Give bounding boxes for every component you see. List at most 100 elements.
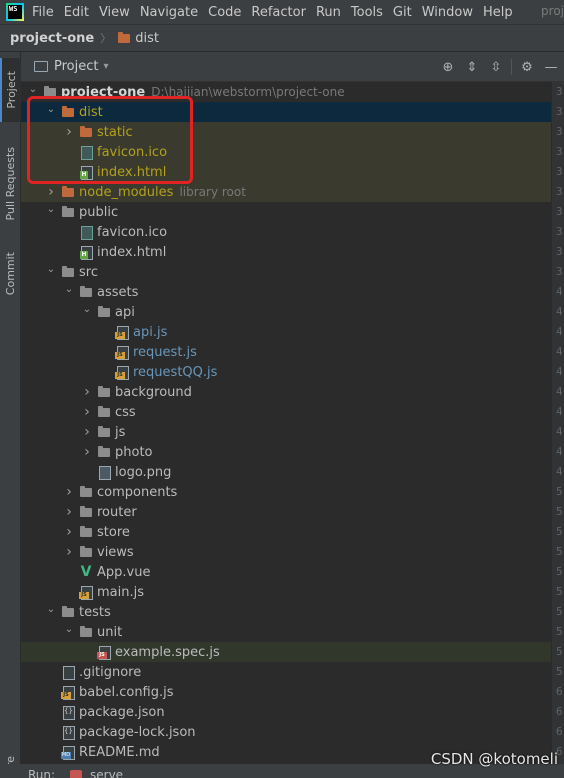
- settings-icon[interactable]: ⚙: [521, 59, 533, 75]
- chevron-right-icon[interactable]: ›: [84, 444, 90, 460]
- javascript-file-icon: [115, 365, 129, 380]
- folder-icon: [79, 285, 93, 299]
- menu-window[interactable]: Window: [421, 4, 473, 20]
- tree-folder-row[interactable]: ›components: [21, 482, 551, 502]
- tree-file-row[interactable]: example.spec.js: [21, 642, 551, 662]
- tree-folder-row[interactable]: ⌄public: [21, 202, 551, 222]
- menu-help[interactable]: Help: [482, 4, 513, 20]
- panel-title[interactable]: Project: [54, 59, 99, 74]
- locate-icon[interactable]: ⊕: [442, 59, 454, 75]
- tree-arrow-spacer: [63, 166, 75, 178]
- test-file-icon: [97, 645, 111, 660]
- chevron-down-icon[interactable]: ⌄: [46, 604, 56, 615]
- chevron-right-icon[interactable]: ›: [48, 184, 54, 200]
- chevron-right-icon[interactable]: ›: [66, 484, 72, 500]
- image-file-icon: [79, 145, 93, 160]
- tree-folder-row[interactable]: ⌄tests: [21, 602, 551, 622]
- menu-git[interactable]: Git: [392, 4, 412, 20]
- tree-arrow-spacer: [45, 746, 57, 758]
- breadcrumb-root[interactable]: project-one: [10, 30, 95, 46]
- tree-file-row[interactable]: package-lock.json: [21, 722, 551, 742]
- tree-folder-row[interactable]: ⌄api: [21, 302, 551, 322]
- menu-view[interactable]: View: [98, 4, 130, 20]
- tree-folder-row[interactable]: ›photo: [21, 442, 551, 462]
- chevron-down-icon[interactable]: ⌄: [82, 304, 92, 315]
- tree-item-label: favicon.ico: [97, 224, 168, 240]
- folder-icon: [97, 425, 111, 439]
- menu-navigate[interactable]: Navigate: [139, 4, 199, 20]
- tree-folder-row[interactable]: ›js: [21, 422, 551, 442]
- tool-tab-commit[interactable]: Commit: [0, 242, 21, 306]
- tree-folder-row[interactable]: ⌄src: [21, 262, 551, 282]
- chevron-down-icon[interactable]: ⌄: [46, 104, 56, 115]
- chevron-down-icon[interactable]: ⌄: [46, 264, 56, 275]
- chevron-right-icon[interactable]: ›: [66, 124, 72, 140]
- chevron-down-icon[interactable]: ⌄: [46, 204, 56, 215]
- chevron-down-icon[interactable]: ⌄: [64, 624, 74, 635]
- menu-run[interactable]: Run: [315, 4, 341, 20]
- menu-refactor[interactable]: Refactor: [251, 4, 306, 20]
- chevron-right-icon[interactable]: ›: [66, 504, 72, 520]
- chevron-down-icon[interactable]: ⌄: [28, 84, 38, 95]
- run-config-name[interactable]: serve: [90, 768, 124, 778]
- tree-folder-row[interactable]: ⌄assets: [21, 282, 551, 302]
- expand-all-icon[interactable]: ⇕: [466, 59, 478, 75]
- tree-file-row[interactable]: index.html: [21, 242, 551, 262]
- gutter-line-number: 5: [556, 665, 563, 678]
- menu-code[interactable]: Code: [208, 4, 242, 20]
- tree-file-row[interactable]: favicon.ico: [21, 222, 551, 242]
- tree-arrow-spacer: [63, 246, 75, 258]
- breadcrumb-dist[interactable]: dist: [135, 30, 159, 46]
- menu-items: File Edit View Navigate Code Refactor Run Tools…: [32, 5, 523, 20]
- chevron-right-icon[interactable]: ›: [84, 384, 90, 400]
- gutter-line-number: 4: [556, 445, 563, 458]
- webstorm-logo-icon[interactable]: WS: [6, 3, 24, 21]
- tree-arrow-spacer: [81, 646, 93, 658]
- gutter-line-number: 5: [556, 565, 563, 578]
- image-file-icon: [97, 465, 111, 480]
- hide-icon[interactable]: —: [544, 59, 558, 75]
- tree-folder-row[interactable]: › router: [21, 502, 551, 522]
- json-file-icon: [61, 725, 75, 740]
- tree-folder-row[interactable]: ›views: [21, 542, 551, 562]
- tree-file-row[interactable]: babel.config.js: [21, 682, 551, 702]
- tree-file-row[interactable]: api.js: [21, 322, 551, 342]
- tree-folder-row[interactable]: ⌄unit: [21, 622, 551, 642]
- tree-folder-row[interactable]: ⌄dist: [21, 102, 551, 122]
- tool-tab-project[interactable]: Project: [0, 58, 21, 122]
- tree-folder-row[interactable]: ›css: [21, 402, 551, 422]
- tree-file-row[interactable]: request.js: [21, 342, 551, 362]
- tree-file-row[interactable]: requestQQ.js: [21, 362, 551, 382]
- folder-icon: [117, 31, 131, 45]
- tree-file-row[interactable]: .gitignore: [21, 662, 551, 682]
- gutter-line-number: 4: [556, 345, 563, 358]
- chevron-right-icon[interactable]: ›: [84, 404, 90, 420]
- tree-file-row[interactable]: favicon.ico: [21, 142, 551, 162]
- tree-file-row[interactable]: package.json: [21, 702, 551, 722]
- menu-file[interactable]: File: [32, 4, 54, 20]
- chevron-down-icon[interactable]: ⌄: [64, 284, 74, 295]
- chevron-right-icon[interactable]: ›: [66, 544, 72, 560]
- tree-item-label: router: [97, 504, 137, 520]
- tree-item-label: request.js: [133, 344, 197, 360]
- tree-file-row[interactable]: index.html: [21, 162, 551, 182]
- menu-edit[interactable]: Edit: [63, 4, 89, 20]
- tree-folder-row[interactable]: ›background: [21, 382, 551, 402]
- tree-file-row[interactable]: main.js: [21, 582, 551, 602]
- chevron-right-icon[interactable]: ›: [66, 524, 72, 540]
- javascript-file-icon: [115, 345, 129, 360]
- panel-toolbar-icons: ⊕ ⇕ ⇳ ⚙ —: [439, 58, 560, 76]
- chevron-right-icon[interactable]: ›: [84, 424, 90, 440]
- tree-file-row[interactable]: README.md: [21, 742, 551, 762]
- collapse-all-icon[interactable]: ⇳: [490, 59, 502, 75]
- menu-tools[interactable]: Tools: [350, 4, 383, 20]
- tree-folder-row[interactable]: ›static: [21, 122, 551, 142]
- tree-folder-row[interactable]: ›store: [21, 522, 551, 542]
- chevron-down-icon[interactable]: ▾: [103, 61, 109, 72]
- tool-tab-pull-requests[interactable]: Pull Requests: [0, 136, 21, 232]
- breadcrumb: project-one 〉 dist: [0, 24, 564, 52]
- tree-file-row[interactable]: logo.png: [21, 462, 551, 482]
